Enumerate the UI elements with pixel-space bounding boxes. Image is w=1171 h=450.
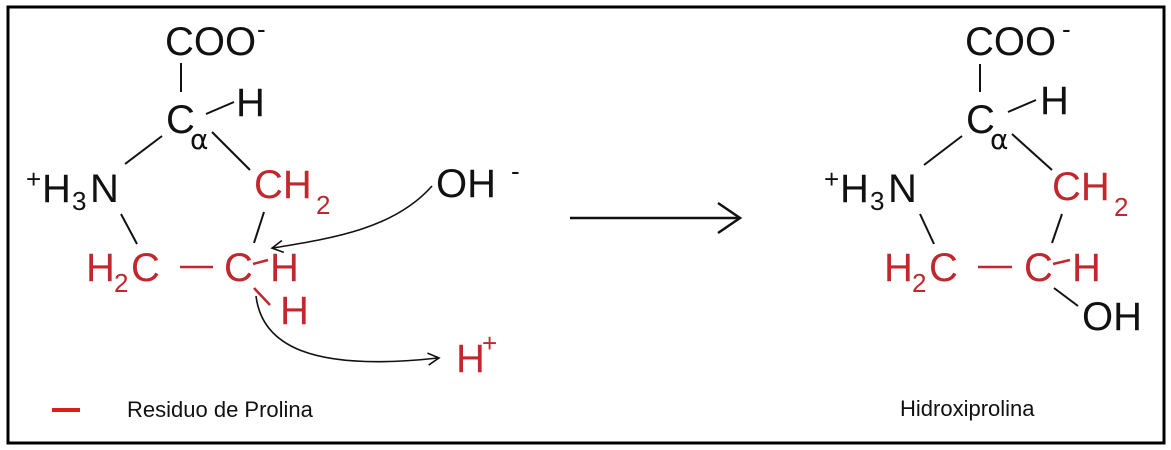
left-h2c-c: C (131, 246, 160, 290)
left-c-gamma-h: H (270, 246, 299, 290)
right-alpha-symbol: α (990, 123, 1008, 156)
left-bond-alpha-ch2 (211, 131, 251, 171)
right-alpha-c: C (966, 98, 995, 142)
hydroxide-attack-arrow (270, 185, 433, 254)
left-bond-cgamma-h (252, 258, 269, 266)
left-proton: H (456, 337, 485, 381)
right-amine-charge: + (824, 164, 839, 194)
left-amine-n: N (90, 167, 119, 211)
left-carboxylate: COO (165, 20, 256, 64)
hydroxyproline-structure: COO - C α H + H 3 N CH 2 H 2 C C H OH (824, 14, 1142, 339)
right-ch2-sub: 2 (1114, 192, 1128, 222)
right-c-gamma: C (1024, 246, 1053, 290)
right-bond-ch2-cgamma (1051, 213, 1063, 244)
left-bond-ch2-cgamma (253, 211, 265, 244)
right-hydroxyl: OH (1082, 295, 1142, 339)
left-amine-h: H (42, 167, 71, 211)
right-bond-alpha-h (1007, 99, 1037, 113)
left-ch2: CH (254, 163, 312, 207)
proline-structure: COO - C α H + H 3 N CH 2 H 2 C C H (26, 14, 330, 333)
left-proton-charge: + (482, 328, 497, 358)
left-alpha-symbol: α (190, 123, 208, 156)
reaction-arrow-head (717, 201, 743, 235)
left-carboxylate-charge: - (257, 14, 266, 44)
left-alpha-c: C (166, 98, 195, 142)
right-c-gamma-h: H (1072, 246, 1101, 290)
right-ch2: CH (1052, 165, 1110, 209)
right-bond-alpha-n (923, 135, 963, 166)
right-h2c-h: H (884, 246, 913, 290)
right-amine-n: N (888, 167, 917, 211)
product-label: Hidroxiprolina (900, 396, 1035, 421)
legend-label: Residuo de Prolina (127, 397, 314, 422)
right-alpha-h: H (1040, 79, 1069, 123)
right-bond-cgamma-oh (1053, 287, 1079, 307)
left-h2c-sub: 2 (114, 268, 128, 298)
left-amine-sub: 3 (72, 186, 86, 216)
right-bond-n-h2c (919, 213, 935, 245)
right-amine-h: H (840, 167, 869, 211)
right-carboxylate-charge: - (1062, 14, 1071, 44)
right-amine-sub: 3 (870, 186, 884, 216)
frame (6, 5, 1166, 445)
left-bond-n-h2c (120, 213, 138, 245)
right-bond-alpha-ch2 (1011, 133, 1053, 171)
proton-leave-arrow (255, 295, 441, 366)
left-bond-alpha-h (205, 101, 235, 115)
left-bond-cgamma-hlower (253, 287, 271, 306)
left-hydroxide-charge: - (511, 156, 520, 186)
right-h2c-sub: 2 (912, 268, 926, 298)
left-hydroxide: OH (436, 162, 496, 206)
left-h2c-h: H (86, 246, 115, 290)
left-ch2-sub: 2 (316, 190, 330, 220)
left-c-gamma: C (224, 246, 253, 290)
left-amine-charge: + (26, 164, 41, 194)
right-bond-cgamma-h (1052, 258, 1071, 266)
left-h-lower: H (280, 289, 309, 333)
right-carboxylate: COO (965, 20, 1056, 64)
left-alpha-h: H (236, 81, 265, 125)
right-h2c-c: C (929, 246, 958, 290)
left-bond-alpha-n (124, 135, 163, 165)
